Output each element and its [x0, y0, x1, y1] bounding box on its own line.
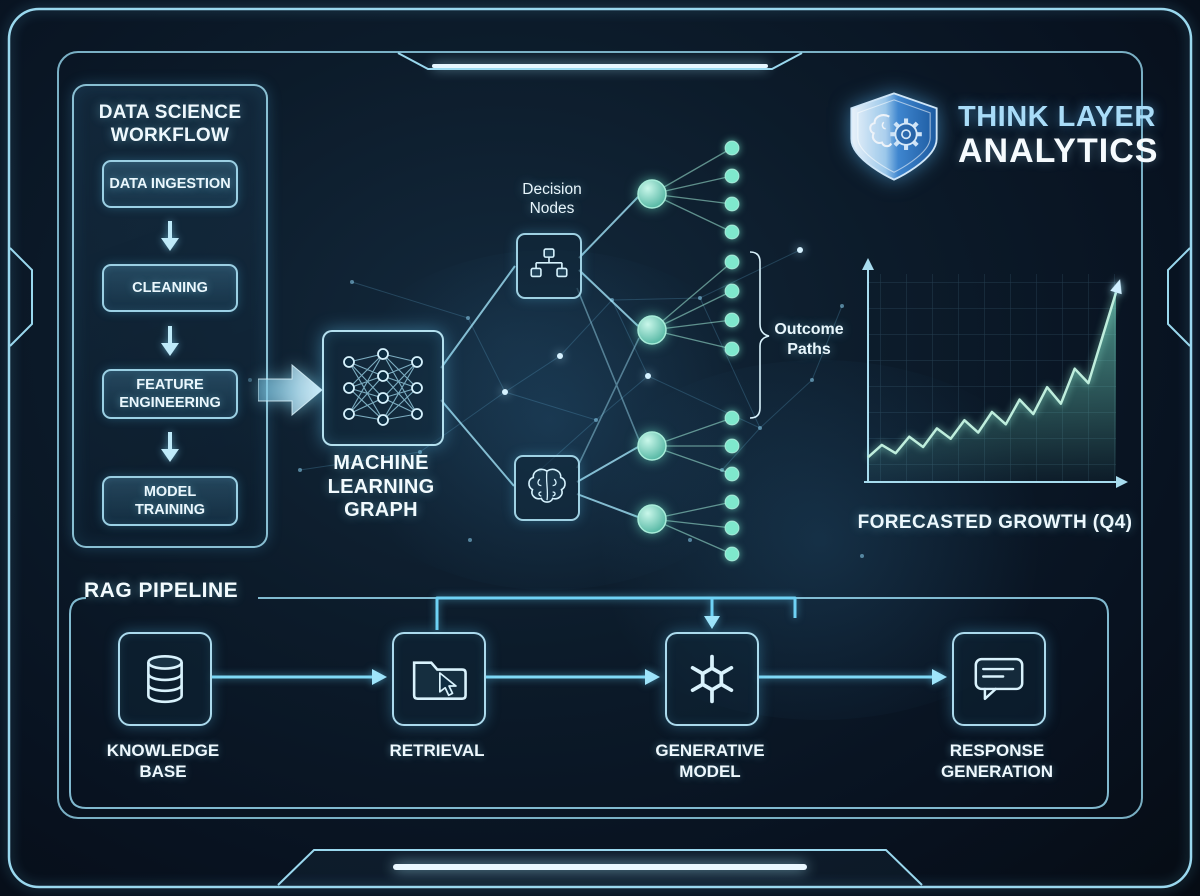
rag-stage-response-generation: [952, 632, 1046, 726]
machine-learning-graph-box: [322, 330, 444, 446]
rag-stage-knowledge-base: [118, 632, 212, 726]
down-arrow-icon: [161, 325, 179, 356]
database-icon: [147, 654, 183, 704]
brand-wordmark: THINK LAYER ANALYTICS: [958, 101, 1159, 170]
data-science-workflow-panel: DATA SCIENCE WORKFLOW DATA INGESTION CLE…: [72, 84, 268, 548]
branch-node-circles: [637, 179, 667, 534]
down-arrow-icon: [161, 432, 179, 463]
top-frame-notch: [397, 52, 803, 70]
chart-caption: FORECASTED GROWTH (Q4): [857, 512, 1133, 533]
folder-cursor-icon: [412, 661, 467, 700]
workflow-step-model-training: MODEL TRAINING: [102, 475, 238, 526]
rag-stage-retrieval: [392, 632, 486, 726]
chat-bubble-icon: [974, 657, 1024, 701]
rag-stage-generative-model: [665, 632, 759, 726]
ml-graph-label: MACHINE LEARNING GRAPH: [327, 452, 435, 522]
tree-nodes-icon: [530, 248, 568, 278]
forecast-chart: [862, 258, 1128, 488]
brain-icon: [528, 468, 566, 503]
brand-line2: ANALYTICS: [958, 131, 1159, 170]
down-arrow-icon: [161, 221, 179, 252]
neural-network-icon: [343, 348, 423, 426]
rag-label-knowledge-base: KNOWLEDGE BASE: [106, 741, 220, 782]
rag-label-generative-model: GENERATIVE MODEL: [655, 741, 765, 782]
decision-node-box-brain: [514, 455, 580, 521]
workflow-to-ml-arrow-icon: [258, 363, 323, 417]
growth-line-series: [867, 292, 1118, 459]
workflow-step-cleaning: CLEANING: [102, 264, 238, 313]
shield-brain-gear-icon: [850, 92, 938, 181]
rag-pipeline-title: RAG PIPELINE: [84, 579, 239, 602]
bottom-frame-notch: [277, 849, 923, 886]
rag-label-response-generation: RESPONSE GENERATION: [940, 741, 1054, 782]
brand-line1: THINK LAYER: [958, 101, 1156, 133]
left-edge-chamfer: [9, 247, 33, 347]
workflow-title: DATA SCIENCE WORKFLOW: [98, 102, 242, 146]
rag-stage-arrows: [212, 669, 947, 685]
growth-trend-arrowhead: [1110, 279, 1122, 295]
generative-knot-icon: [690, 654, 734, 704]
decision-node-box-tree: [516, 233, 582, 299]
outcome-fan-lines: [651, 147, 733, 555]
workflow-step-data-ingestion: DATA INGESTION: [102, 159, 238, 208]
outcome-paths-label: Outcome Paths: [774, 321, 844, 358]
growth-area-series: [868, 292, 1116, 482]
workflow-step-feature-engineering: FEATURE ENGINEERING: [102, 368, 238, 420]
rag-label-retrieval: RETRIEVAL: [389, 741, 485, 760]
decision-tree: [440, 140, 770, 562]
outcome-dots: [724, 140, 740, 562]
right-edge-chamfer: [1167, 247, 1191, 347]
rag-routing-line: [435, 596, 797, 630]
decision-nodes-label: Decision Nodes: [522, 181, 582, 218]
